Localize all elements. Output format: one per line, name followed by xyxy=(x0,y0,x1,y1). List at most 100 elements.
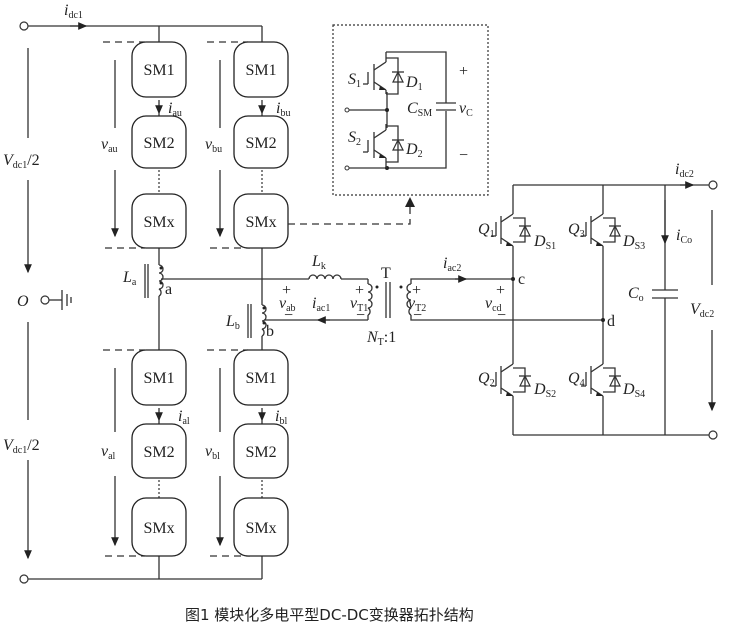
inset-link xyxy=(288,197,415,225)
svg-text:SM1: SM1 xyxy=(143,62,174,79)
igbt-s1-icon xyxy=(363,52,404,95)
label-turns-ratio: NT:1 xyxy=(366,329,396,348)
label-idc1: idc1 xyxy=(64,2,83,21)
label-vab-minus: − xyxy=(284,307,293,324)
label-d2: D2 xyxy=(405,141,423,160)
label-node-d: d xyxy=(607,313,615,330)
label-vt2: vT2 xyxy=(408,295,426,314)
label-vdc1-bottom: Vdc1/2 xyxy=(3,437,40,456)
label-lk: Lk xyxy=(311,253,326,272)
label-vbu: vbu xyxy=(205,136,222,155)
midpoint-ground xyxy=(40,290,72,310)
svg-text:SM1: SM1 xyxy=(245,62,276,79)
igbt-s2-icon xyxy=(363,124,404,168)
terminal-dc2-negative[interactable] xyxy=(708,430,718,440)
label-vt2-minus: − xyxy=(413,307,422,324)
label-vab: vab xyxy=(279,295,296,314)
label-inset-minus: − xyxy=(459,147,468,164)
svg-text:SM2: SM2 xyxy=(143,444,174,461)
arm-dashed-brackets xyxy=(103,41,250,557)
igbt-q4-icon xyxy=(581,363,621,397)
submodule-smx[interactable]: SMx xyxy=(233,193,289,249)
svg-text:SMx: SMx xyxy=(143,520,174,537)
svg-text:SMx: SMx xyxy=(143,214,174,231)
full-bridge-wiring xyxy=(511,180,718,440)
upper-arm-b: SM1 SM2 SMx xyxy=(233,41,289,249)
label-ds4: DS4 xyxy=(622,381,645,400)
label-q1: Q1 xyxy=(478,221,495,240)
label-ds3: DS3 xyxy=(622,233,645,252)
label-idc2: idc2 xyxy=(675,161,694,180)
svg-text:SM2: SM2 xyxy=(245,444,276,461)
label-transformer-t: T xyxy=(381,265,391,282)
terminal-dc2-positive[interactable] xyxy=(708,180,718,190)
label-midpoint-o: O xyxy=(17,293,29,310)
label-vbl: vbl xyxy=(205,443,220,462)
label-s1: S1 xyxy=(348,71,361,90)
label-val: val xyxy=(101,443,116,462)
submodule-sm1[interactable]: SM1 xyxy=(233,41,289,98)
submodule-detail-inset: S1 D1 S2 D2 CSM vC + − xyxy=(332,24,489,196)
submodule-sm2[interactable]: SM2 xyxy=(131,423,187,479)
submodule-sm1[interactable]: SM1 xyxy=(131,349,187,406)
svg-text:SM2: SM2 xyxy=(245,135,276,152)
upper-arm-a: SM1 SM2 SMx xyxy=(131,41,187,249)
label-ibl: ibl xyxy=(275,408,287,427)
label-node-b: b xyxy=(266,323,274,340)
label-vc: vC xyxy=(459,100,473,119)
figure-caption: 图1 模块化多电平型DC-DC变换器拓扑结构 xyxy=(185,606,474,624)
label-vt1-minus: − xyxy=(356,307,365,324)
dc1-positive-rail xyxy=(19,21,263,42)
label-csm: CSM xyxy=(407,100,432,119)
transformer-t-icon xyxy=(365,282,414,318)
svg-text:SMx: SMx xyxy=(245,214,276,231)
label-s2: S2 xyxy=(348,129,361,148)
submodule-sm2[interactable]: SM2 xyxy=(131,115,187,169)
svg-text:SM2: SM2 xyxy=(143,135,174,152)
label-vcd-minus: − xyxy=(497,307,506,324)
terminal-dc1-positive[interactable] xyxy=(19,21,29,31)
label-node-c: c xyxy=(518,271,525,288)
label-lb: Lb xyxy=(225,313,240,332)
circuit-labels: idc1 Vdc1/2 Vdc1/2 O iau ibu ial ibl vau… xyxy=(3,2,714,462)
igbt-q1-icon xyxy=(491,213,531,247)
submodule-sm1[interactable]: SM1 xyxy=(233,349,289,406)
label-la: La xyxy=(122,269,137,288)
label-ds1: DS1 xyxy=(533,233,556,252)
label-iac1: iac1 xyxy=(312,295,330,314)
igbt-q2-icon xyxy=(491,363,531,397)
label-q2: Q2 xyxy=(478,370,495,389)
terminal-midpoint[interactable] xyxy=(40,295,50,305)
lower-arm-b: SM1 SM2 SMx xyxy=(233,349,289,557)
label-node-a: a xyxy=(165,281,172,298)
terminal-dc1-negative[interactable] xyxy=(19,574,29,584)
label-ds2: DS2 xyxy=(533,381,556,400)
label-iau: iau xyxy=(168,100,182,119)
lower-arm-a: SM1 SM2 SMx xyxy=(131,349,187,557)
label-vcd-plus: + xyxy=(496,282,505,299)
svg-text:SM1: SM1 xyxy=(143,370,174,387)
label-vt1-plus: + xyxy=(355,282,364,299)
label-vdc1-top: Vdc1/2 xyxy=(3,152,40,171)
capacitor-co-icon xyxy=(652,289,678,299)
svg-text:SM1: SM1 xyxy=(245,370,276,387)
label-q4: Q4 xyxy=(568,370,585,389)
submodule-sm2[interactable]: SM2 xyxy=(233,115,289,169)
submodule-sm2[interactable]: SM2 xyxy=(233,423,289,479)
dc1-negative-rail xyxy=(19,556,263,584)
svg-text:SMx: SMx xyxy=(245,520,276,537)
label-vt2-plus: + xyxy=(412,282,421,299)
submodule-smx[interactable]: SMx xyxy=(131,193,187,249)
label-co: Co xyxy=(628,285,644,304)
igbt-q3-icon xyxy=(581,213,621,247)
label-d1: D1 xyxy=(405,74,423,93)
label-iac2: iac2 xyxy=(443,255,461,274)
submodule-smx[interactable]: SMx xyxy=(131,497,187,557)
label-vcd: vcd xyxy=(485,295,502,314)
submodule-smx[interactable]: SMx xyxy=(233,497,289,557)
submodule-sm1[interactable]: SM1 xyxy=(131,41,187,98)
label-ico: iCo xyxy=(676,227,692,246)
label-vab-plus: + xyxy=(282,282,291,299)
label-inset-plus: + xyxy=(459,63,468,80)
